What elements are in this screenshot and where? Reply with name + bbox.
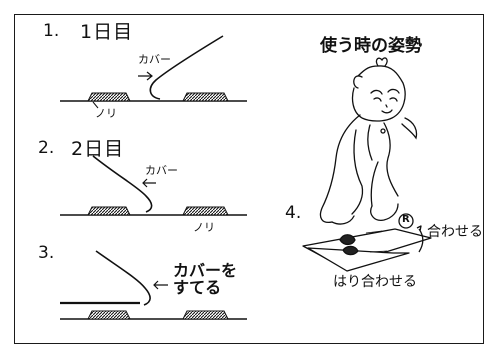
step3-glue-strip-right [182,310,229,320]
sheet-print-lines [365,230,388,253]
step3-arrow-icon [153,280,168,290]
step2-title: 2日目 [71,138,125,160]
step2-arrow-icon [142,178,156,188]
mouth [381,109,393,114]
step1-glue-strip-left [87,92,131,102]
step1-cover-label: カバー [138,53,171,66]
join-label: 合わせる [427,224,483,240]
pose-title: 使う時の姿勢 [320,36,422,56]
step3-cover-line [95,250,151,306]
step2-glue-label: ノリ [193,221,215,234]
step2-cover-label: カバー [145,164,178,177]
leg-lines [351,129,379,215]
step1-glue-strip-right [182,92,229,102]
upper-glue-mark [339,234,356,246]
diagram-frame [14,14,484,344]
back-line [319,114,361,224]
navel-detail [380,128,386,134]
head-outline [351,65,406,122]
step2-illustration [60,155,247,216]
wing-icon [401,117,418,140]
step2-glue-strip-right [182,206,229,216]
eyebrows [370,88,400,95]
step2-glue-strip-left [87,206,131,216]
circle-r-icon [398,213,414,229]
step3-illustration [60,250,247,320]
step2-cover-line [92,155,153,213]
step1-arrow-icon [138,71,153,81]
feet [331,203,399,225]
lower-glue-mark [342,245,359,256]
circle-r-letter: R [402,214,410,225]
step1-number: 1. [43,21,60,41]
step3-number: 3. [38,243,55,263]
eyes [373,97,398,102]
step3-discard-label-line2: すてる [173,278,222,297]
step1-cover-line [149,35,224,100]
hair-tuft [375,57,388,67]
paste-label: はり合わせる [333,274,417,290]
join-arrow-icon [416,225,424,253]
step2-number: 2. [38,138,55,158]
step3-glue-strip-left [87,310,131,320]
arm-lines [367,122,399,197]
crouching-figure [319,57,418,225]
step4-number: 4. [285,203,302,223]
lower-sheet [307,247,410,272]
step1-glue-label: ノリ [95,107,117,120]
step4-illustration [302,225,432,272]
step1-glue-pointer [92,101,99,109]
step1-illustration [60,35,247,109]
step3-discard-label-line1: カバーを [173,261,238,280]
nose [385,104,388,108]
step1-title: 1日目 [80,21,134,43]
